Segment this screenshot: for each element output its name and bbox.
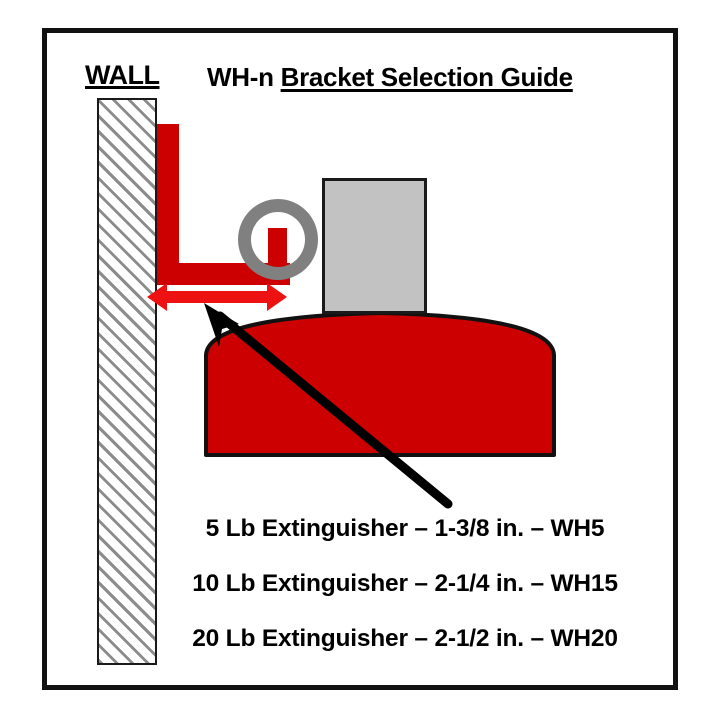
spec-row-wh5: 5 Lb Extinguisher – 1-3/8 in. – WH5 [205, 515, 605, 542]
bracket-vertical-arm [157, 124, 179, 285]
spec-row-wh15: 10 Lb Extinguisher – 2-1/4 in. – WH15 [192, 570, 618, 597]
diagram-border [42, 28, 678, 690]
title-main: Bracket Selection Guide [280, 62, 574, 92]
spec-list: 5 Lb Extinguisher – 1-3/8 in. – WH5 10 L… [160, 501, 650, 666]
page-title: WH-n Bracket Selection Guide [207, 62, 573, 93]
valve-body [322, 178, 427, 314]
title-prefix: WH-n [207, 62, 281, 92]
leader-callout-line [204, 303, 453, 509]
spec-row-wh20: 20 Lb Extinguisher – 2-1/2 in. – WH20 [192, 625, 618, 652]
wall-label: WALL [85, 60, 160, 90]
pressure-gauge-icon [238, 199, 318, 280]
clearance-dimension-arrow [147, 283, 287, 311]
wall-hatched-section [97, 98, 157, 665]
